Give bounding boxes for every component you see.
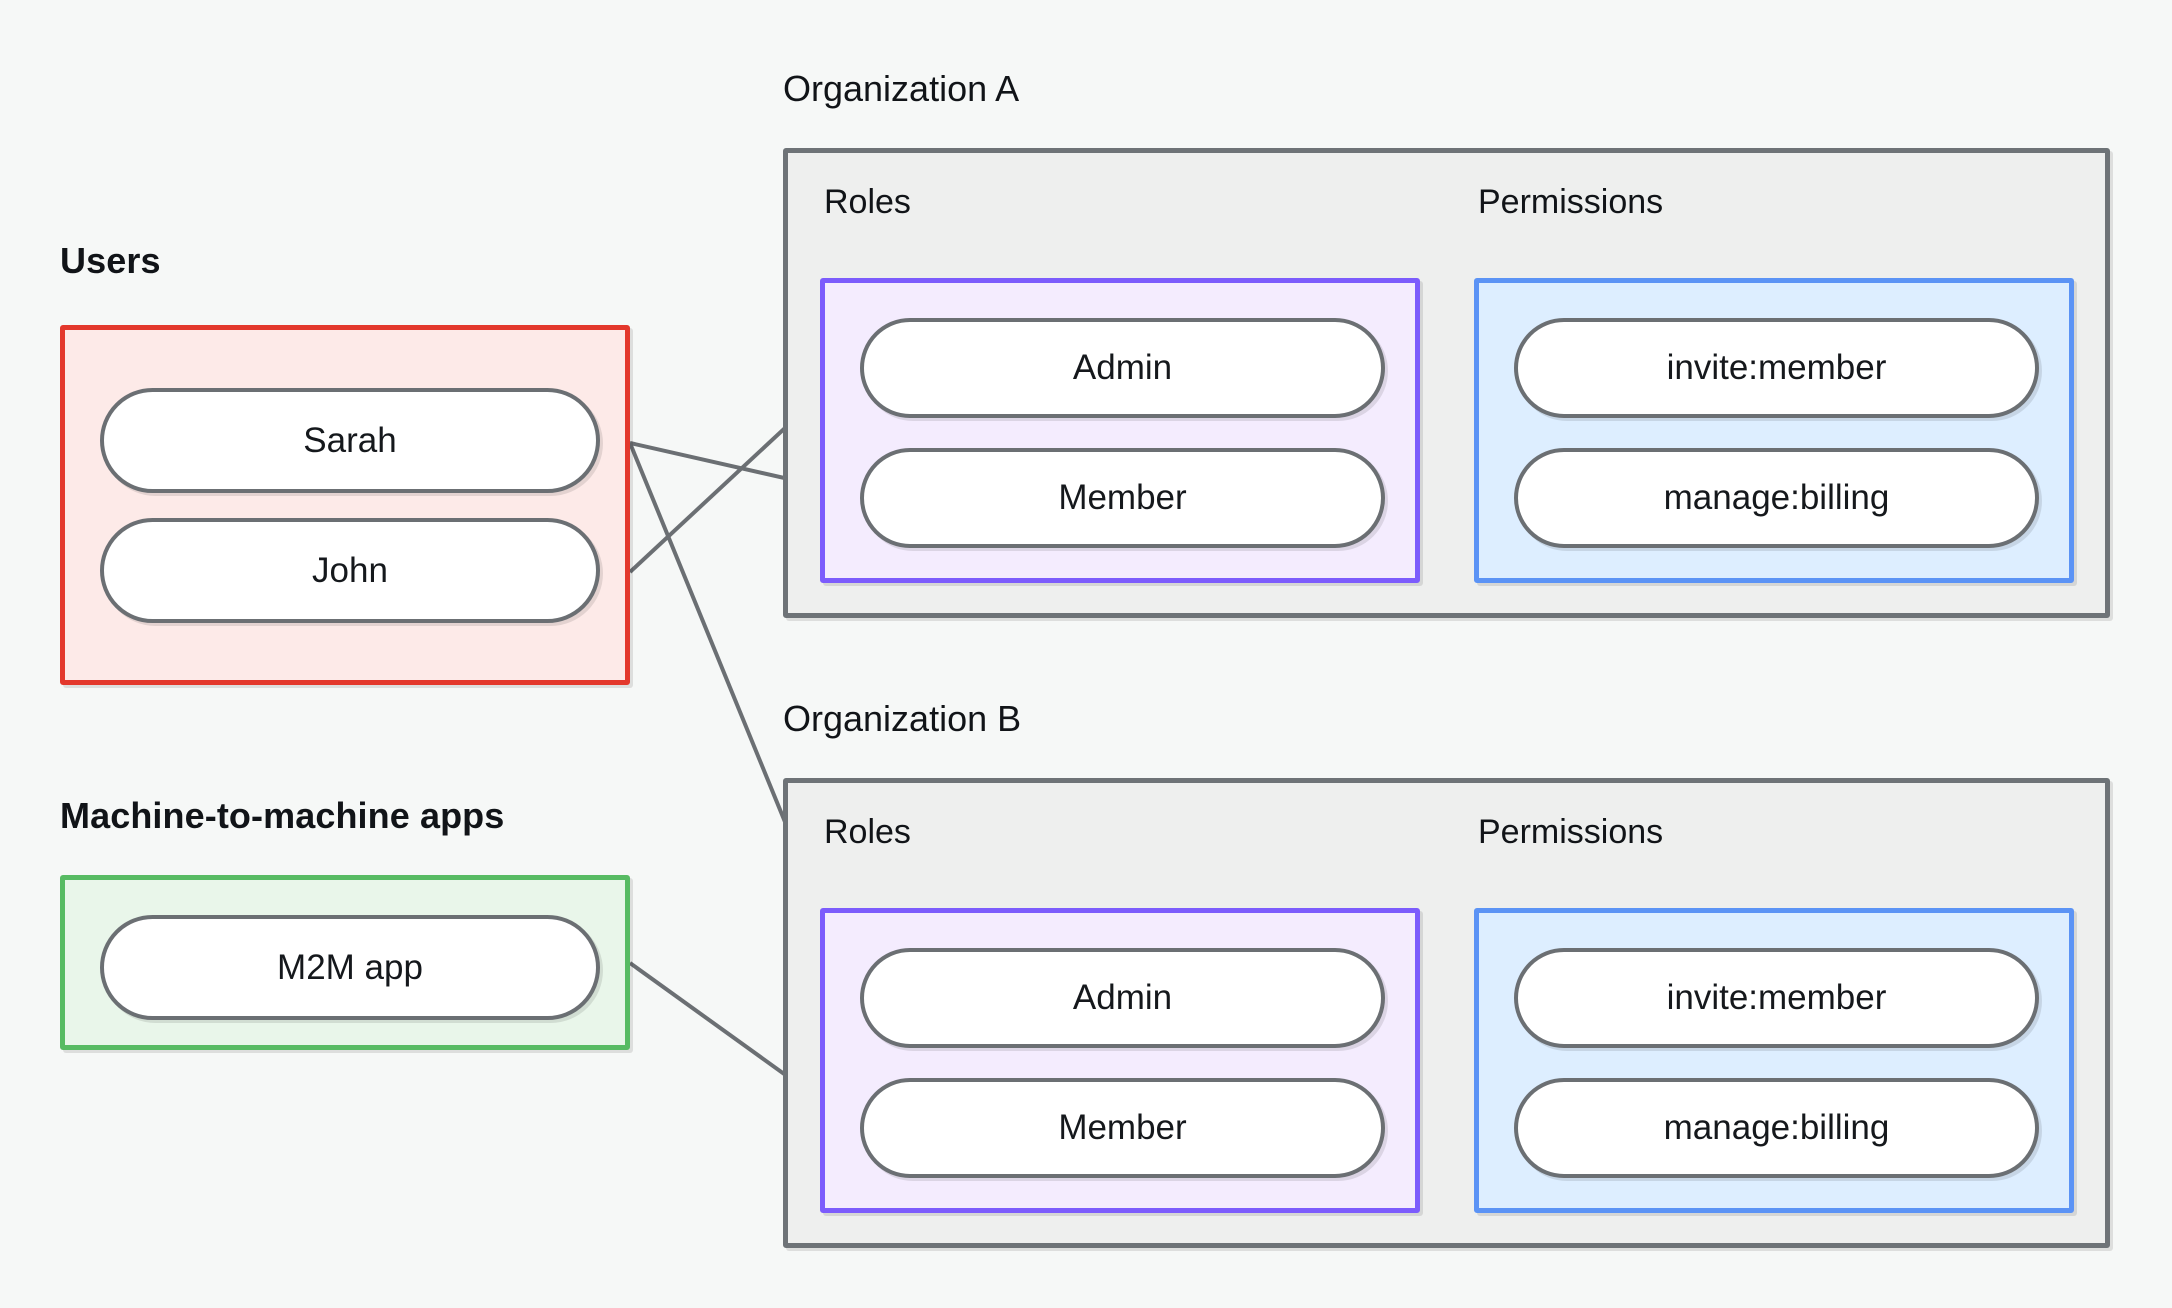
node-m2m-app[interactable]: M2M app — [100, 915, 600, 1020]
node-org-a-permission-manage-billing-label: manage:billing — [1663, 478, 1890, 517]
org-b-roles-title: Roles — [824, 813, 911, 851]
org-a-roles-title: Roles — [824, 183, 911, 221]
node-org-b-role-member[interactable]: Member — [860, 1078, 1385, 1178]
node-org-a-role-member-label: Member — [1058, 478, 1187, 517]
node-org-a-role-member[interactable]: Member — [860, 448, 1385, 548]
node-m2m-app-label: M2M app — [277, 947, 423, 987]
organization-a-container: Roles Permissions Admin Member invite:me… — [783, 148, 2110, 618]
node-org-b-permission-invite-member[interactable]: invite:member — [1514, 948, 2039, 1048]
users-container: Sarah John — [60, 325, 630, 685]
node-john-label: John — [312, 550, 388, 590]
node-org-b-role-admin[interactable]: Admin — [860, 948, 1385, 1048]
org-b-permissions-title: Permissions — [1478, 813, 1664, 851]
node-org-a-permission-invite-member[interactable]: invite:member — [1514, 318, 2039, 418]
org-a-permissions-container: invite:member manage:billing — [1474, 278, 2074, 583]
machine-apps-container: M2M app — [60, 875, 630, 1050]
organization-a-title: Organization A — [783, 68, 1020, 109]
organization-b-title: Organization B — [783, 698, 1022, 739]
node-org-a-role-admin[interactable]: Admin — [860, 318, 1385, 418]
node-org-b-role-member-label: Member — [1058, 1108, 1187, 1147]
org-a-roles-container: Admin Member — [820, 278, 1420, 583]
node-org-b-role-admin-label: Admin — [1072, 978, 1173, 1017]
node-org-a-role-admin-label: Admin — [1072, 348, 1173, 387]
node-org-a-permission-invite-member-label: invite:member — [1666, 348, 1887, 387]
node-org-a-permission-manage-billing[interactable]: manage:billing — [1514, 448, 2039, 548]
node-sarah-label: Sarah — [303, 420, 397, 460]
org-b-roles-container: Admin Member — [820, 908, 1420, 1213]
node-org-b-permission-invite-member-label: invite:member — [1666, 978, 1887, 1017]
users-group-title: Users — [60, 240, 161, 281]
node-org-b-permission-manage-billing[interactable]: manage:billing — [1514, 1078, 2039, 1178]
org-b-permissions-container: invite:member manage:billing — [1474, 908, 2074, 1213]
node-sarah[interactable]: Sarah — [100, 388, 600, 493]
node-org-b-permission-manage-billing-label: manage:billing — [1663, 1108, 1890, 1147]
machine-apps-group-title: Machine-to-machine apps — [60, 795, 505, 836]
node-john[interactable]: John — [100, 518, 600, 623]
organization-b-container: Roles Permissions Admin Member invite:me… — [783, 778, 2110, 1248]
org-a-permissions-title: Permissions — [1478, 183, 1664, 221]
